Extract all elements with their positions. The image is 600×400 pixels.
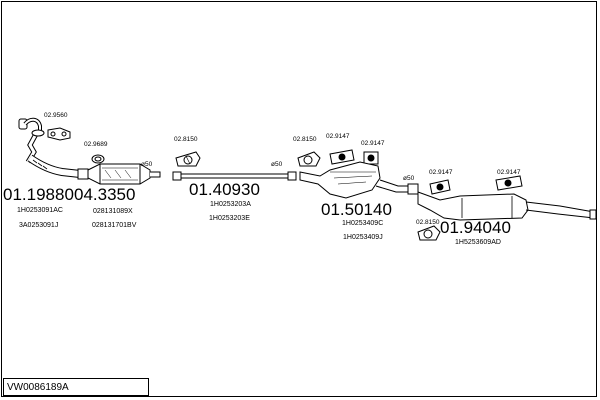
oem-reference: 1H0253409J	[343, 234, 383, 241]
part-number: 01.40930	[189, 180, 260, 199]
oem-reference: 028131089X	[93, 208, 133, 215]
clamp-04-drawing	[417, 225, 441, 241]
hanger-03-drawing	[495, 175, 523, 191]
accessory-code: 02.9147	[497, 169, 521, 176]
accessory-code: 02.9560	[44, 112, 68, 119]
oem-reference: 028131701BV	[92, 222, 137, 229]
diameter-label: ø50	[403, 175, 415, 182]
part-number: 04.3350	[74, 185, 136, 204]
accessory-code: 02.9689	[84, 141, 108, 148]
accessory-code: 02.8150	[416, 219, 440, 226]
diagram-code: VW0086189A	[7, 382, 69, 393]
front-pipe-drawing	[18, 117, 89, 180]
oem-reference: 1H0253409C	[342, 220, 384, 227]
accessory-code: 02.9147	[326, 133, 350, 140]
oem-reference: 3A0253091J	[19, 222, 59, 229]
oem-reference: 1H5253609AD	[455, 239, 501, 246]
accessory-code: 02.9147	[429, 169, 453, 176]
hanger-02-drawing	[429, 179, 451, 195]
gasket-ring-drawing	[91, 154, 105, 164]
catalytic-converter-drawing	[87, 163, 161, 185]
clamp-02-drawing	[175, 151, 201, 167]
diagram-code-box: VW0086189A	[3, 378, 149, 396]
oem-reference: 1H0253203E	[209, 215, 250, 222]
front-silencer-drawing	[299, 161, 419, 199]
part-number: 01.50140	[321, 200, 392, 219]
oem-reference: 1H0253203A	[210, 201, 251, 208]
clamp-03-drawing	[297, 151, 321, 167]
diameter-label: ø50	[141, 161, 153, 168]
oem-reference: 1H0253091AC	[17, 207, 63, 214]
part-number: 01.94040	[440, 218, 511, 237]
accessory-code: 02.8150	[174, 136, 198, 143]
intermediate-pipe-drawing	[172, 171, 297, 181]
rear-silencer-drawing	[417, 191, 597, 221]
hanger-01-drawing	[329, 149, 379, 165]
clamp-01-drawing	[47, 127, 71, 141]
part-number: 01.19880	[3, 185, 74, 204]
diameter-label: ø50	[271, 161, 283, 168]
accessory-code: 02.9147	[361, 140, 385, 147]
accessory-code: 02.8150	[293, 136, 317, 143]
